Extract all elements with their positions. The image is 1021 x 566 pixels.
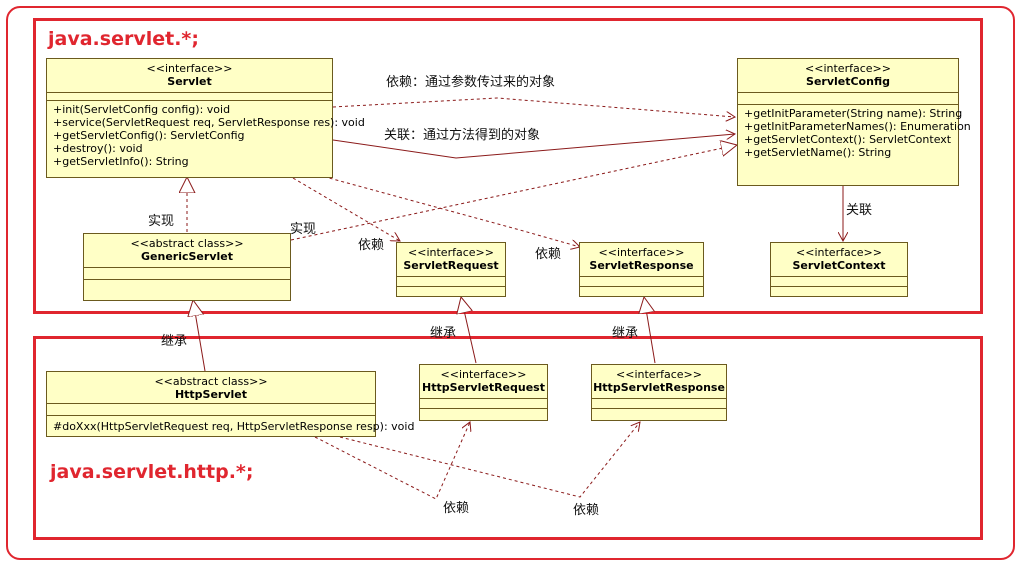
- class-servlet-response[interactable]: <<interface>> ServletResponse: [579, 242, 704, 297]
- diagram-frame: [6, 6, 1015, 560]
- operation: +destroy(): void: [53, 142, 143, 155]
- stereotype: <<interface>>: [408, 246, 494, 259]
- stereotype: <<interface>>: [440, 368, 527, 381]
- class-name: ServletContext: [792, 259, 886, 272]
- package-servlet-label: java.servlet.*;: [48, 28, 199, 50]
- stereotype: <<interface>>: [598, 246, 685, 259]
- operation: +init(ServletConfig config): void: [53, 103, 231, 116]
- generalization-http-response: [644, 297, 656, 364]
- class-name: ServletRequest: [403, 259, 499, 272]
- label-implement-config: 实现: [290, 222, 317, 237]
- operation: +getServletContext(): ServletContext: [744, 133, 952, 146]
- generalization-http-request: [461, 297, 477, 364]
- operation: +getInitParameter(String name): String: [744, 107, 963, 120]
- operation: +service(ServletRequest req, ServletResp…: [53, 116, 365, 129]
- package-servlet-http-label: java.servlet.http.*;: [50, 461, 254, 483]
- operation: #doXxx(HttpServletRequest req, HttpServl…: [53, 420, 415, 433]
- operation: +getServletConfig(): ServletConfig: [53, 129, 245, 142]
- label-inherit-http-servlet: 继承: [161, 334, 188, 349]
- label-inherit-http-request: 继承: [430, 326, 457, 341]
- dependency-servlet-config: [332, 97, 735, 117]
- class-generic-servlet[interactable]: <<abstract class>> GenericServlet: [83, 233, 291, 301]
- generalization-http-servlet: [193, 300, 206, 372]
- stereotype: <<abstract class>>: [154, 375, 268, 388]
- stereotype: <<interface>>: [805, 62, 891, 75]
- class-servlet-request[interactable]: <<interface>> ServletRequest: [396, 242, 506, 297]
- package-servlet-http: [33, 336, 983, 540]
- operations: #doXxx(HttpServletRequest req, HttpServl…: [47, 416, 415, 433]
- label-association: 关联: [846, 203, 873, 218]
- operation: +getServletName(): String: [744, 146, 892, 159]
- class-http-servlet-response[interactable]: <<interface>> HttpServletResponse: [591, 364, 727, 421]
- stereotype: <<interface>>: [146, 62, 233, 75]
- label-inherit-http-response: 继承: [612, 326, 639, 341]
- association-servlet-config: [332, 134, 735, 159]
- operation: +getInitParameterNames(): Enumeration: [744, 120, 971, 133]
- class-servlet[interactable]: <<interface>> Servlet +init(ServletConfi…: [46, 58, 365, 178]
- dependency-http-request: [314, 422, 470, 500]
- package-servlet: [33, 18, 983, 314]
- stereotype: <<interface>>: [616, 368, 702, 381]
- operations: +init(ServletConfig config): void +servi…: [47, 101, 365, 168]
- class-http-servlet[interactable]: <<abstract class>> HttpServlet #doXxx(Ht…: [46, 371, 415, 437]
- class-name: HttpServlet: [174, 388, 248, 401]
- label-implement-servlet: 实现: [148, 214, 175, 229]
- class-name: ServletConfig: [806, 75, 890, 88]
- label-depend-response: 依赖: [535, 247, 562, 262]
- class-http-servlet-request[interactable]: <<interface>> HttpServletRequest: [419, 364, 548, 421]
- label-association-method: 关联：通过方法得到的对象: [384, 128, 541, 143]
- operation: +getServletInfo(): String: [53, 155, 189, 168]
- realization-generic-config: [290, 145, 737, 241]
- dependency-http-response: [339, 422, 640, 498]
- label-depend-http-response: 依赖: [573, 503, 600, 518]
- class-name: Servlet: [167, 75, 212, 88]
- class-name: HttpServletRequest: [422, 381, 545, 394]
- class-name: GenericServlet: [141, 250, 233, 263]
- label-depend-request: 依赖: [358, 238, 385, 253]
- label-dependency-params: 依赖：通过参数传过来的对象: [386, 75, 556, 90]
- stereotype: <<abstract class>>: [130, 237, 244, 250]
- operations: +getInitParameter(String name): String +…: [738, 105, 971, 159]
- dependency-servlet-request: [292, 177, 400, 241]
- label-depend-http-request: 依赖: [443, 501, 470, 516]
- class-servlet-config[interactable]: <<interface>> ServletConfig +getInitPara…: [737, 58, 971, 186]
- class-name: ServletResponse: [589, 259, 694, 272]
- class-servlet-context[interactable]: <<interface>> ServletContext: [770, 242, 908, 297]
- class-name: HttpServletResponse: [593, 381, 725, 394]
- stereotype: <<interface>>: [796, 246, 882, 259]
